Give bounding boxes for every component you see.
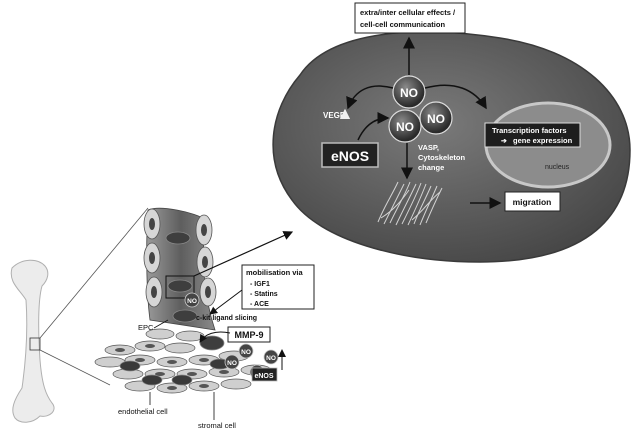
bone — [10, 259, 55, 423]
migration-label: migration — [513, 197, 552, 207]
epc-pointer — [153, 319, 169, 329]
tf-label-line1: Transcription factors — [492, 126, 567, 135]
mmp9-label: MMP-9 — [235, 330, 264, 340]
zoom-line-top — [39, 207, 149, 339]
small-no-label-1: NO — [187, 298, 197, 305]
endothelial-label: endothelial cell — [118, 407, 168, 416]
small-no-label-4: NO — [266, 355, 276, 362]
epc-cells — [165, 231, 225, 351]
stromal-nuclei — [115, 344, 229, 390]
epc-label: EPC — [138, 323, 154, 332]
enos-label: eNOS — [331, 148, 369, 164]
no-label-right: NO — [427, 112, 445, 126]
small-no-circle-2 — [238, 343, 254, 359]
tf-arrow-icon: ➔ — [501, 138, 507, 145]
arrow-no-to-vegf — [346, 85, 394, 110]
extracellular-line2: cell-cell communication — [360, 20, 445, 29]
mobilisation-title: mobilisation via — [246, 268, 304, 277]
bone-zoom-box — [29, 337, 41, 351]
arrow-mobilisation — [209, 289, 243, 315]
mobilisation-item-statins: - Statins — [250, 291, 278, 298]
arrow-to-cell-zoom — [193, 231, 294, 277]
arrow-enos-to-no — [357, 112, 390, 141]
no-molecule-left — [388, 109, 422, 143]
ckit-label: c-kit ligand slicing — [196, 315, 257, 322]
vegf-label: VEGF — [323, 111, 345, 120]
mmp9-box — [227, 326, 271, 343]
vasp-line2: Cytoskeleton — [418, 153, 466, 162]
mobilisation-item-ace: - ACE — [250, 301, 269, 308]
no-label-top: NO — [400, 86, 418, 100]
small-enos-box — [251, 367, 278, 382]
small-no-circle-1 — [184, 292, 200, 308]
no-label-left: NO — [396, 120, 414, 134]
small-no-circle-3 — [224, 354, 240, 370]
vasp-line1: VASP, — [418, 143, 439, 152]
vessel-zoom-box — [165, 275, 195, 299]
zoom-line-bottom — [39, 349, 111, 386]
extracellular-box — [354, 2, 466, 34]
arrow-mmp9-to-epc — [199, 331, 231, 343]
mobilisation-box — [241, 264, 315, 310]
tf-label-line2: gene expression — [513, 136, 573, 145]
extracellular-line1: extra/inter cellular effects / — [360, 8, 456, 17]
arrow-no-to-nucleus — [424, 84, 487, 110]
cytoskeleton-fibers — [377, 181, 443, 226]
small-no-circle-4 — [263, 349, 279, 365]
vessel-wall-nuclei — [149, 218, 211, 298]
transcription-box — [484, 122, 581, 148]
small-enos-label: eNOS — [254, 373, 273, 380]
no-molecule-top — [392, 75, 426, 109]
small-no-label-2: NO — [241, 349, 251, 356]
no-molecule-right — [419, 101, 453, 135]
enos-box — [321, 142, 379, 168]
migration-box — [504, 191, 561, 212]
vasp-line3: change — [418, 163, 444, 172]
mobilisation-item-igf1: - IGF1 — [250, 281, 270, 288]
small-no-label-3: NO — [227, 360, 237, 367]
nucleus-label: nucleus — [545, 164, 570, 171]
stromal-label: stromal cell — [198, 421, 236, 430]
